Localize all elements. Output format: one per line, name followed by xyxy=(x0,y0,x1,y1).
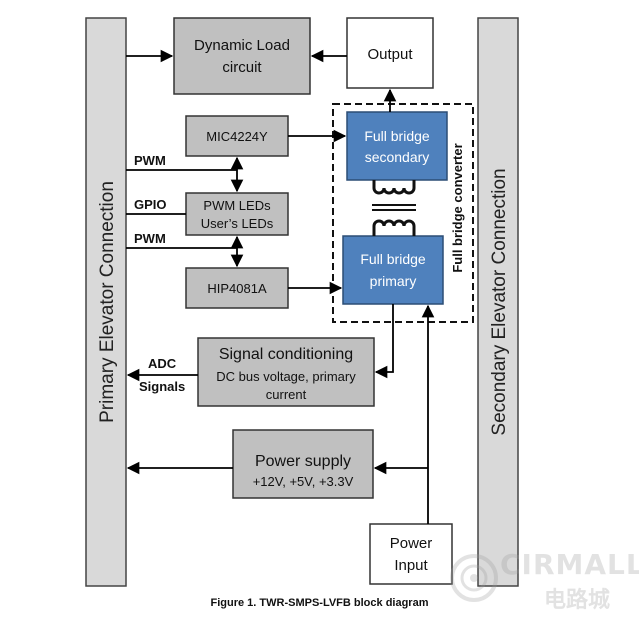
power-supply-line1: +12V, +5V, +3.3V xyxy=(253,474,354,489)
power-input-line1: Power xyxy=(390,535,433,552)
pwm-bottom-label: PWM xyxy=(134,231,166,246)
full-bridge-converter-label: Full bridge converter xyxy=(450,143,465,272)
watermark: CIRMALL 电路城 xyxy=(448,548,639,613)
cirmall-logo-icon xyxy=(450,554,498,602)
pwm-leds-box xyxy=(185,192,289,236)
watermark-sub: 电路城 xyxy=(544,588,611,613)
gpio-label: GPIO xyxy=(134,197,167,212)
dynamic-load-line2: circuit xyxy=(222,59,262,76)
secondary-elevator-label: Secondary Elevator Connection xyxy=(489,168,510,435)
figure-caption: Figure 1. TWR-SMPS-LVFB block diagram xyxy=(210,597,429,609)
full-bridge-secondary-line2: secondary xyxy=(365,149,430,165)
primary-elevator-bus xyxy=(85,17,127,587)
power-supply-box xyxy=(232,429,374,499)
primary-to-signal-arrow xyxy=(374,304,394,379)
dynamic-load-line1: Dynamic Load xyxy=(194,37,290,54)
output-label: Output xyxy=(367,46,413,63)
full-bridge-secondary-box xyxy=(346,111,448,181)
mic4224y-label: MIC4224Y xyxy=(206,129,268,144)
power-input-box xyxy=(369,523,453,585)
adc-signals-label: Signals xyxy=(139,379,185,394)
pwm-leds-line2: User’s LEDs xyxy=(201,216,274,231)
full-bridge-converter-boundary xyxy=(332,103,474,323)
hip4081a-box xyxy=(185,267,289,309)
power-input-line2: Input xyxy=(394,557,428,574)
full-bridge-primary-box xyxy=(342,235,444,305)
signal-conditioning-line1: DC bus voltage, primary xyxy=(216,369,356,384)
full-bridge-primary-line1: Full bridge xyxy=(360,251,426,267)
adc-label: ADC xyxy=(148,356,177,371)
transformer-icon xyxy=(372,180,416,236)
signal-conditioning-box xyxy=(197,337,375,407)
signal-conditioning-line2: current xyxy=(266,387,307,402)
hip4081a-label: HIP4081A xyxy=(207,281,267,296)
power-supply-title: Power supply xyxy=(255,453,351,470)
signal-conditioning-title: Signal conditioning xyxy=(219,346,353,363)
watermark-brand: CIRMALL xyxy=(500,548,639,581)
full-bridge-secondary-line1: Full bridge xyxy=(364,128,430,144)
primary-elevator-label: Primary Elevator Connection xyxy=(97,181,118,423)
pwm-leds-line1: PWM LEDs xyxy=(203,198,271,213)
pwm-top-label: PWM xyxy=(134,153,166,168)
secondary-elevator-bus xyxy=(477,17,519,587)
full-bridge-primary-line2: primary xyxy=(370,273,417,289)
dynamic-load-box xyxy=(173,17,311,95)
output-box xyxy=(346,17,434,89)
connections xyxy=(126,49,435,524)
